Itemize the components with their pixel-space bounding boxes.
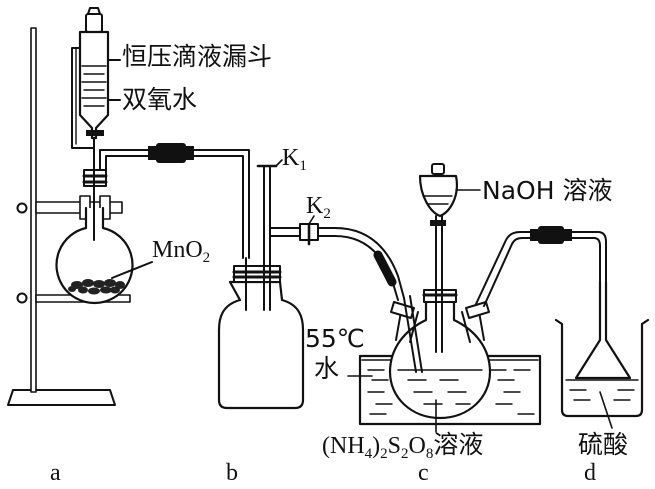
apparatus-c xyxy=(347,163,607,433)
dropping-funnel xyxy=(71,7,121,149)
peroxide-liquid xyxy=(81,65,107,107)
apparatus-d xyxy=(554,280,650,429)
water-label: 水 xyxy=(314,354,340,383)
three-neck-flask xyxy=(388,289,492,420)
naoh-label: NaOH 溶液 xyxy=(482,176,613,205)
funnel-label: 恒压滴液漏斗 xyxy=(122,42,273,71)
acid-leader xyxy=(599,391,613,429)
k1-label: K1 xyxy=(282,145,307,174)
naoh-funnel xyxy=(418,163,481,353)
tube-a-to-b xyxy=(99,143,250,259)
k1-leader xyxy=(275,159,283,167)
mno2-label: MnO2 xyxy=(152,237,211,266)
acid-liquid xyxy=(565,379,639,401)
upper-clamp xyxy=(16,195,123,220)
persulfate-liquid xyxy=(397,369,483,405)
acid-label: 硫酸 xyxy=(578,430,629,459)
stand-base xyxy=(7,389,116,406)
mno2-leader xyxy=(111,261,153,279)
tube-c-to-d xyxy=(475,226,607,307)
persulfate-label: (NH4)2S2O8溶液 xyxy=(322,430,484,462)
apparatus-b xyxy=(217,159,405,410)
apparatus-label-b: b xyxy=(226,460,238,486)
inverted-funnel xyxy=(574,280,632,380)
mno2-solid xyxy=(68,279,125,295)
apparatus-label-c: c xyxy=(418,460,429,486)
peroxide-label: 双氧水 xyxy=(122,85,198,114)
round-bottom-flask xyxy=(55,137,134,305)
k2-stopcock xyxy=(299,222,319,246)
k2-label: K2 xyxy=(306,193,331,222)
gas-bottle xyxy=(217,280,305,410)
apparatus-a xyxy=(7,7,250,406)
k2-leader xyxy=(308,215,315,225)
apparatus-label-d: d xyxy=(584,460,596,486)
temperature-label: 55℃ xyxy=(305,324,365,353)
apparatus-label-a: a xyxy=(50,460,61,486)
